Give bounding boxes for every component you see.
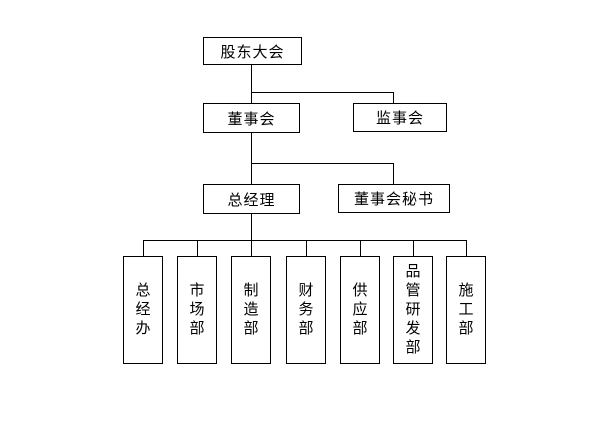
- connector-dept-drop: [306, 240, 307, 256]
- org-node-general-manager: 总经理: [203, 184, 300, 214]
- org-node-supervisory-board: 监事会: [353, 103, 447, 132]
- org-node-shareholders-meeting: 股东大会: [203, 37, 302, 65]
- connector-gm-down: [251, 214, 252, 256]
- org-node-dept-manufacturing: 制造部: [231, 256, 271, 364]
- org-node-dept-quality-rnd: 品管研发部: [393, 256, 433, 364]
- connector-level3-horizontal: [251, 163, 394, 164]
- connector-supervisory-drop: [393, 92, 394, 103]
- connector-dept-drop: [143, 240, 144, 256]
- org-node-board-of-directors: 董事会: [203, 103, 300, 133]
- connector-shareholders-down: [251, 65, 252, 103]
- connector-board-down: [251, 133, 252, 184]
- connector-dept-drop: [413, 240, 414, 256]
- connector-level2-horizontal: [251, 92, 394, 93]
- connector-dept-drop: [466, 240, 467, 256]
- connector-dept-drop: [197, 240, 198, 256]
- connector-dept-drop: [360, 240, 361, 256]
- org-node-dept-finance: 财务部: [286, 256, 326, 364]
- org-node-dept-supply: 供应部: [340, 256, 380, 364]
- org-node-dept-marketing: 市场部: [177, 256, 217, 364]
- connector-secretary-drop: [393, 163, 394, 184]
- org-node-board-secretary: 董事会秘书: [338, 184, 450, 213]
- org-node-dept-construction: 施工部: [446, 256, 486, 364]
- connector-departments-horizontal: [143, 240, 467, 241]
- org-node-dept-gm-office: 总经办: [123, 256, 163, 364]
